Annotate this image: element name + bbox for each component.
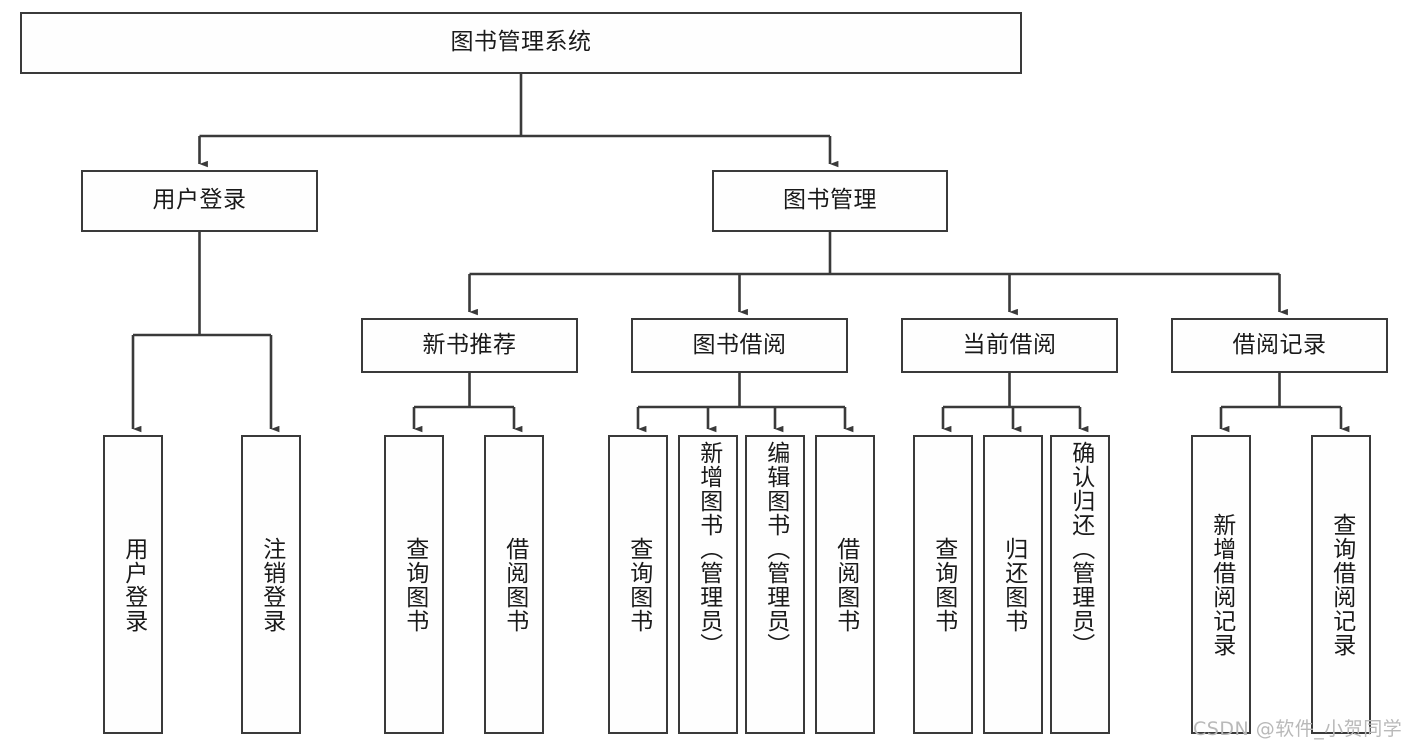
node-user-login[interactable]: 用户登录 [81,170,318,232]
node-book-borrow[interactable]: 图书借阅 [631,318,848,373]
node-leaf-edit-book[interactable]: 编辑图书（管理员） [745,435,805,734]
node-leaf-borrow-book-new-label: 借阅图书 [501,536,528,633]
node-leaf-logout-label: 注销登录 [258,536,285,633]
node-leaf-add-book-label: 新增图书（管理员） [695,441,722,657]
node-new-book-recommend-label: 新书推荐 [422,331,517,358]
node-root[interactable]: 图书管理系统 [20,12,1022,74]
node-leaf-user-login-label: 用户登录 [120,536,147,633]
node-user-login-label: 用户登录 [152,187,247,214]
node-borrow-record[interactable]: 借阅记录 [1171,318,1388,373]
node-book-management[interactable]: 图书管理 [712,170,948,232]
node-leaf-add-record[interactable]: 新增借阅记录 [1191,435,1251,734]
node-new-book-recommend[interactable]: 新书推荐 [361,318,578,373]
node-leaf-query-book-borrow[interactable]: 查询图书 [608,435,668,734]
node-leaf-add-record-label: 新增借阅记录 [1208,512,1235,657]
watermark-text: CSDN @软件_小贺同学 [1193,718,1403,740]
node-leaf-add-book[interactable]: 新增图书（管理员） [678,435,738,734]
node-book-management-label: 图书管理 [783,187,877,214]
node-leaf-return-book-label: 归还图书 [1000,536,1027,633]
node-leaf-query-book-borrow-label: 查询图书 [625,536,652,633]
node-leaf-query-record-label: 查询借阅记录 [1328,512,1355,657]
node-leaf-confirm-return[interactable]: 确认归还（管理员） [1050,435,1110,734]
node-current-borrow-label: 当前借阅 [962,331,1057,358]
node-borrow-record-label: 借阅记录 [1232,331,1327,358]
node-leaf-borrow-book-label: 借阅图书 [832,536,859,633]
node-leaf-return-book[interactable]: 归还图书 [983,435,1043,734]
node-leaf-query-record[interactable]: 查询借阅记录 [1311,435,1371,734]
node-leaf-edit-book-label: 编辑图书（管理员） [762,441,789,657]
node-leaf-query-book-new[interactable]: 查询图书 [384,435,444,734]
node-root-label: 图书管理系统 [450,29,592,56]
node-book-borrow-label: 图书借阅 [692,331,787,358]
node-leaf-query-book-current[interactable]: 查询图书 [913,435,973,734]
node-leaf-user-login[interactable]: 用户登录 [103,435,163,734]
node-current-borrow[interactable]: 当前借阅 [901,318,1118,373]
node-leaf-borrow-book[interactable]: 借阅图书 [815,435,875,734]
node-leaf-query-book-current-label: 查询图书 [930,536,957,633]
node-leaf-borrow-book-new[interactable]: 借阅图书 [484,435,544,734]
node-leaf-confirm-return-label: 确认归还（管理员） [1067,441,1094,657]
node-leaf-logout[interactable]: 注销登录 [241,435,301,734]
node-leaf-query-book-new-label: 查询图书 [401,536,428,633]
